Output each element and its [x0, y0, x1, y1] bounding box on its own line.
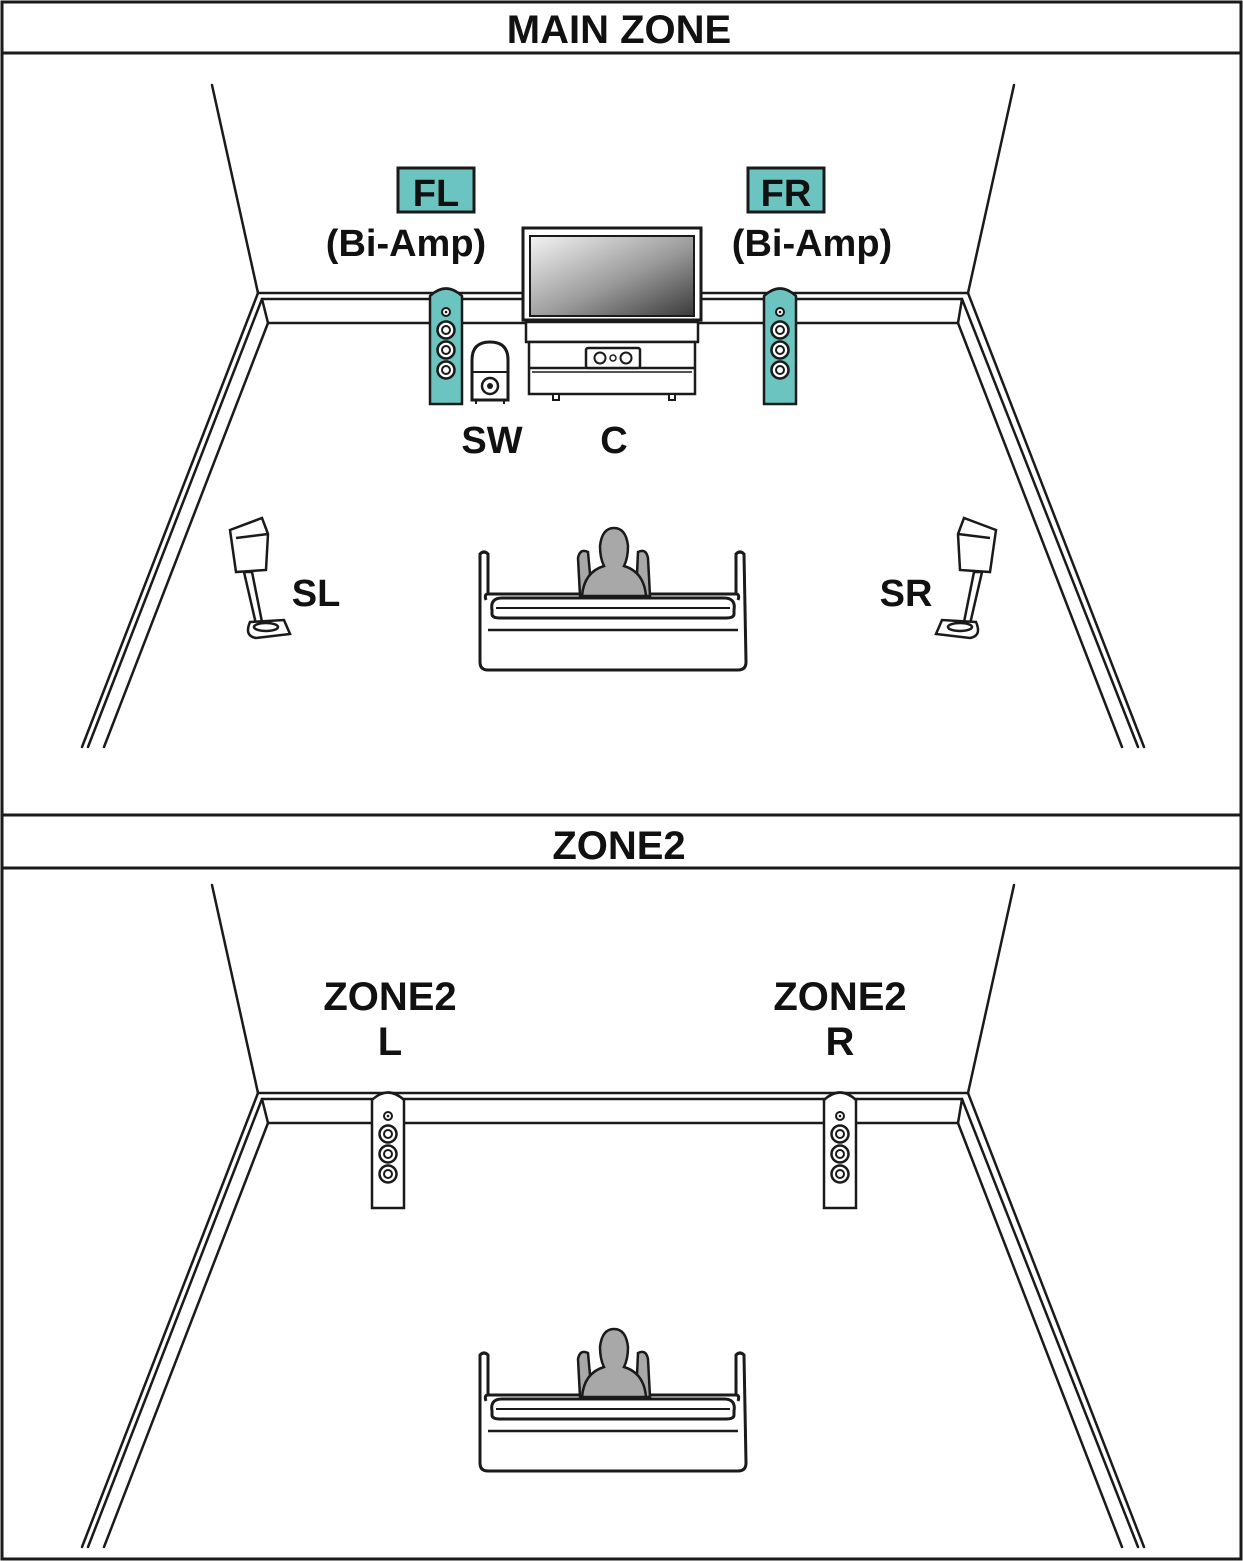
fl-mode-label: (Bi-Amp): [326, 223, 486, 265]
zone2-left-speaker: [370, 1091, 406, 1210]
zone2-sofa-listener: [478, 1327, 748, 1473]
sl-label: SL: [292, 573, 341, 615]
c-label: C: [600, 420, 627, 462]
fl-label-box: [396, 166, 476, 214]
main-sofa-listener: [478, 526, 748, 672]
center-speaker-c: [584, 346, 642, 370]
surround-left-speaker: [228, 516, 292, 640]
fr-label: FR: [761, 173, 812, 215]
front-right-speaker: [762, 287, 798, 406]
zone2-right-speaker: [822, 1091, 858, 1210]
surround-right-speaker: [934, 516, 998, 640]
tv-rack: [521, 226, 703, 401]
zone2-l-label-line2: L: [378, 1020, 402, 1064]
fl-label: FL: [413, 173, 459, 215]
main-zone-title: MAIN ZONE: [507, 8, 731, 52]
sw-label: SW: [461, 420, 522, 462]
zone2-l-label-line1: ZONE2: [323, 975, 456, 1019]
fr-label-box: [746, 166, 826, 214]
fr-mode-label: (Bi-Amp): [732, 223, 892, 265]
front-left-speaker: [428, 287, 464, 406]
zone2-r-label-line2: R: [826, 1020, 855, 1064]
zone2-title: ZONE2: [552, 824, 685, 868]
zone2-r-label-line1: ZONE2: [773, 975, 906, 1019]
subwoofer-sw: [470, 340, 510, 404]
sr-label: SR: [880, 573, 933, 615]
